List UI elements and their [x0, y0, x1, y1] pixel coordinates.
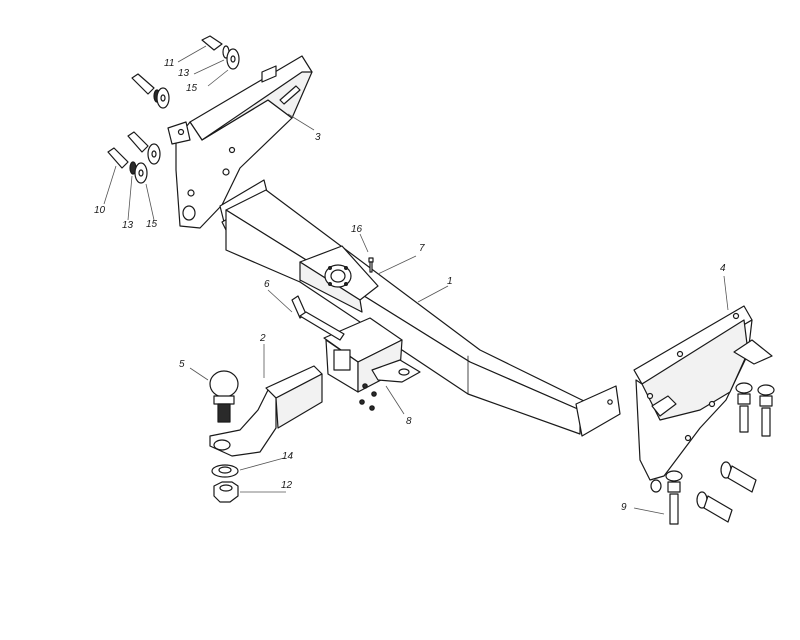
callout-14: 14: [282, 451, 294, 462]
tow-ball: [209, 370, 239, 423]
right-mounting-bracket: [633, 305, 773, 493]
callout-15-bottom: 15: [146, 219, 158, 230]
callout-1: 1: [447, 276, 453, 287]
callout-3: 3: [315, 132, 321, 143]
callout-5: 5: [179, 359, 185, 370]
callout-13-bottom: 13: [122, 220, 134, 231]
left-mounting-bracket: [167, 55, 313, 229]
callout-15-top: 15: [186, 83, 198, 94]
callout-10: 10: [94, 205, 106, 216]
callout-11: 11: [164, 58, 174, 69]
left-bolt-set-top: [131, 35, 240, 109]
callout-12: 12: [281, 480, 293, 491]
washer-14: [211, 464, 239, 478]
main-cross-beam: [219, 179, 621, 437]
callout-6: 6: [264, 279, 270, 290]
left-bolt-set-bottom: [107, 131, 161, 184]
callout-9: 9: [621, 502, 627, 513]
callout-7: 7: [419, 243, 425, 254]
drawbar: [209, 365, 323, 457]
leader-lines: [103, 45, 729, 515]
callout-8: 8: [406, 416, 412, 427]
small-nuts-8: [359, 383, 377, 411]
callout-2: 2: [259, 333, 266, 344]
nut-12: [213, 481, 239, 503]
callout-16: 16: [351, 224, 363, 235]
hitch-pin: [291, 295, 345, 341]
right-bolt-set: [665, 382, 775, 525]
callout-labels: 1 2 3 4 5 6 7 8 9 10 11 12 13 13 14 15 1…: [94, 58, 726, 513]
callout-13-top: 13: [178, 68, 190, 79]
callout-4: 4: [720, 263, 726, 274]
screw-16: [368, 257, 374, 273]
